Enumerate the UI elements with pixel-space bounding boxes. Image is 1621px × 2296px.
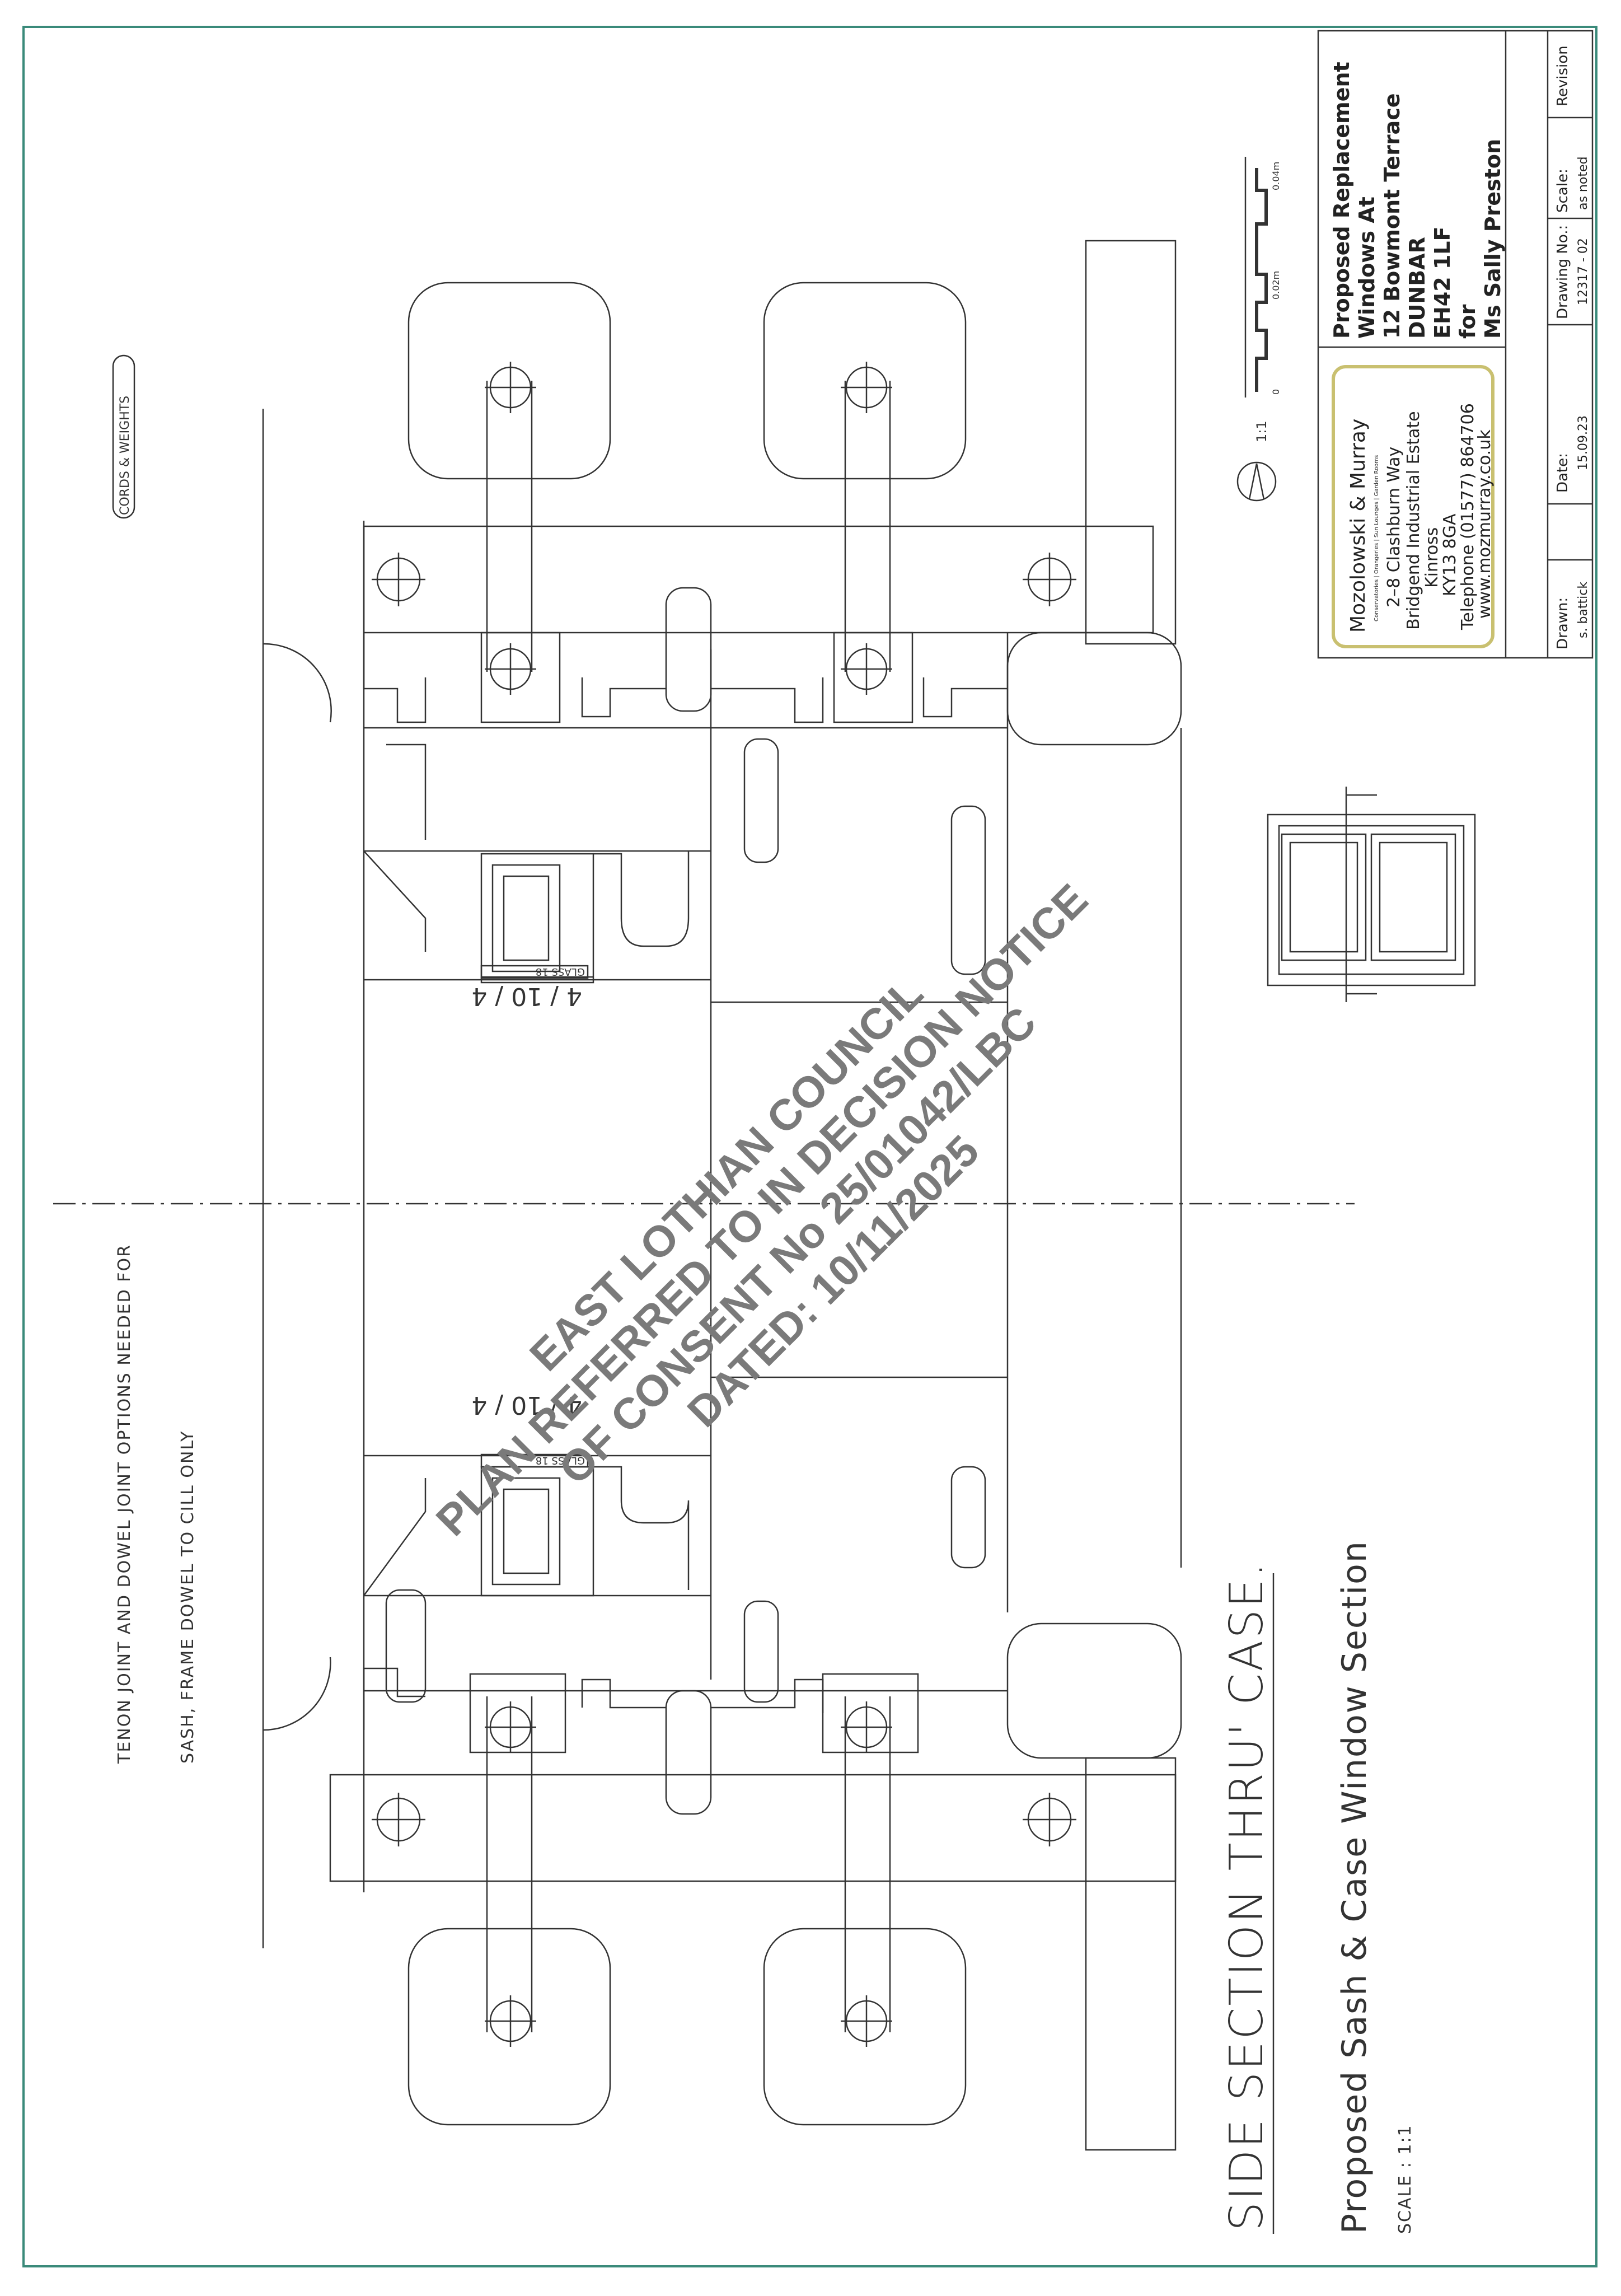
client-name: Ms Sally Preston <box>1481 139 1505 339</box>
scale-end: 0.04m <box>1271 162 1281 190</box>
note-line-2: SASH, FRAME DOWEL TO CILL ONLY <box>178 1430 198 1764</box>
cords-label: CORDS & WEIGHTS <box>118 396 132 515</box>
glass-label-upper: GLASS 18 <box>536 966 585 978</box>
revision-label: Revision <box>1554 45 1571 106</box>
main-title: Proposed Sash & Case Window Section <box>1335 1540 1374 2234</box>
company-name: Mozolowski & Murray <box>1347 419 1370 633</box>
date-value: 15.09.23 <box>1576 415 1590 470</box>
side-section-title: SIDE SECTION THRU' CASE. <box>1220 1561 1273 2231</box>
address-line-3: EH42 1LF <box>1430 227 1455 339</box>
scale-value: as noted <box>1576 157 1590 210</box>
company-telephone: Telephone (01577) 864706 <box>1458 403 1478 630</box>
company-address-3: Kinross <box>1422 527 1442 588</box>
drawn-label: Drawn: <box>1554 597 1571 649</box>
scale-label: Scale: <box>1554 169 1571 213</box>
date-label: Date: <box>1554 453 1571 493</box>
drawing-labels: CORDS & WEIGHTS GLASS 18 GLASS 18 4 / 10… <box>115 162 1415 2234</box>
note-line-1: TENON JOINT AND DOWEL JOINT OPTIONS NEED… <box>115 1244 134 1764</box>
drawn-value: s. battick <box>1576 582 1590 638</box>
glazing-spec-upper: 4 / 10 / 4 <box>471 982 582 1011</box>
drawing-no-label: Drawing No.: <box>1554 225 1571 319</box>
company-address-2: Bridgend Industrial Estate <box>1404 411 1423 630</box>
company-address-1: 2–8 Clashburn Way <box>1384 447 1404 607</box>
glazing-spec-lower: 4 / 10 / 4 <box>471 1391 582 1419</box>
drawing-no-value: 12317 - 02 <box>1576 238 1590 305</box>
project-line-1: Proposed Replacement <box>1329 62 1354 339</box>
scale-ratio: 1:1 <box>1254 420 1269 442</box>
title-block: Proposed Replacement Windows At 12 Bowmo… <box>1329 45 1590 649</box>
approval-stamp: EAST LOTHIAN COUNCIL PLAN REFERRED TO IN… <box>427 875 1097 1545</box>
address-line-2: DUNBAR <box>1405 237 1430 339</box>
stamp-line-2: PLAN REFERRED TO IN DECISION NOTICE <box>427 875 1097 1545</box>
section-linework <box>53 30 1594 2234</box>
company-tagline: Conservatories | Orangeries | Sun Lounge… <box>1374 455 1380 621</box>
company-address-4: KY13 8GA <box>1440 513 1460 596</box>
project-line-2: Windows At <box>1355 197 1379 339</box>
glass-label-lower: GLASS 18 <box>536 1455 585 1466</box>
for-label: for <box>1455 304 1480 339</box>
sheet-border <box>22 26 1597 2267</box>
scale-zero: 0 <box>1271 389 1281 395</box>
company-website: www.mozmurray.co.uk <box>1475 429 1494 619</box>
address-line-1: 12 Bowmont Terrace <box>1380 93 1404 339</box>
scale-mid: 0.02m <box>1271 271 1281 300</box>
scale-note: SCALE : 1:1 <box>1395 2124 1415 2234</box>
